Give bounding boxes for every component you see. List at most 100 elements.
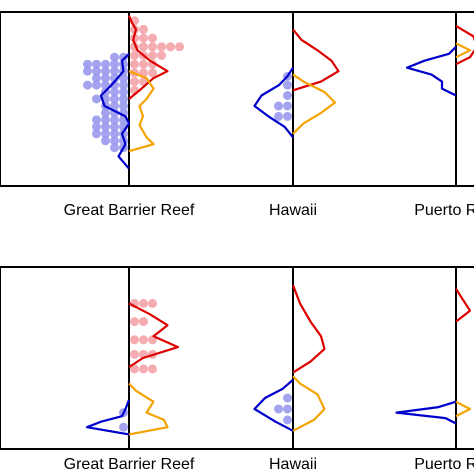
swarm-dot <box>92 73 101 83</box>
swarm-dot <box>130 317 139 327</box>
swarm-dot <box>92 122 101 132</box>
swarm-dot <box>110 101 119 111</box>
orange-density-curve <box>292 73 337 135</box>
swarm-dot <box>119 101 128 111</box>
swarm-dot <box>110 136 119 146</box>
swarm-dot <box>92 94 101 104</box>
swarm-dot <box>101 59 110 69</box>
category-label: Puerto Rico <box>414 202 474 219</box>
swarm-dot <box>110 143 119 153</box>
swarm-dot <box>148 364 157 374</box>
swarm-dot <box>92 80 101 90</box>
red-density-curve <box>292 28 340 92</box>
swarm-dot <box>139 298 148 308</box>
swarm-dot <box>139 42 148 52</box>
category-label: Puerto Rico <box>414 456 474 473</box>
plot-frame <box>0 11 474 187</box>
swarm-dot <box>83 66 92 76</box>
chart-marks <box>85 267 472 449</box>
swarm-dot <box>119 80 128 90</box>
swarm-dot <box>274 101 283 111</box>
swarm-dot <box>110 87 119 97</box>
orange-density-curve <box>128 70 155 153</box>
swarm-dot <box>130 24 139 34</box>
swarm-dot <box>110 59 119 69</box>
swarm-dot <box>110 94 119 104</box>
swarm-dot <box>283 91 292 101</box>
swarm-dot <box>139 59 148 69</box>
swarm-dot <box>283 415 292 425</box>
swarm-dot <box>130 59 139 69</box>
blue-density-curve <box>395 400 457 425</box>
panel-bottom: Great Barrier Reef Hawaii Puerto Rico <box>0 266 474 473</box>
swarm-dot <box>101 66 110 76</box>
swarm-dot <box>139 24 148 34</box>
swarm-dot <box>130 77 139 87</box>
swarm-dot <box>101 122 110 132</box>
swarm-dot <box>130 335 139 345</box>
swarm-dot <box>157 51 166 60</box>
swarm-dot <box>283 393 292 403</box>
swarm-dot <box>101 115 110 125</box>
blue-density-curve <box>99 53 131 170</box>
swarm-dot <box>110 66 119 76</box>
orange-density-curve <box>292 375 326 432</box>
red-density-curve <box>291 284 326 374</box>
orange-density-curve <box>128 382 169 436</box>
swarm-dot <box>130 51 139 60</box>
category-label: Hawaii <box>269 202 317 219</box>
orange-density-curve <box>455 42 472 59</box>
swarm-dot <box>101 108 110 118</box>
swarm-dot <box>110 115 119 125</box>
swarm-dot <box>139 317 148 327</box>
swarm-dot <box>274 111 283 121</box>
swarm-dot <box>148 68 157 78</box>
swarm-dot <box>148 33 157 43</box>
swarm-dot <box>119 52 128 62</box>
swarm-dot <box>139 33 148 43</box>
blue-density-curve <box>405 46 457 97</box>
swarm-dot <box>274 404 283 414</box>
swarm-dot <box>148 298 157 308</box>
swarm-dot <box>119 73 128 83</box>
swarm-dot <box>283 80 292 90</box>
swarm-dot <box>139 335 148 345</box>
swarm-dot <box>92 59 101 69</box>
swarm-dot <box>175 42 184 52</box>
swarm-dot <box>110 52 119 62</box>
swarm-dot <box>101 136 110 146</box>
swarm-dot <box>283 101 292 111</box>
chart-marks <box>83 12 474 186</box>
red-density-curve <box>455 24 474 66</box>
swarm-dot <box>283 404 292 414</box>
swarm-dot <box>119 94 128 104</box>
red-density-curve <box>128 302 180 369</box>
swarm-dot <box>130 349 139 359</box>
plot-frame <box>0 266 474 450</box>
blue-density-curve <box>85 399 131 436</box>
swarm-dot <box>83 59 92 69</box>
swarm-dot <box>83 80 92 90</box>
swarm-dot <box>92 66 101 76</box>
swarm-dot <box>166 42 175 52</box>
red-density-curve <box>127 15 169 100</box>
swarm-dot <box>110 129 119 139</box>
swarm-dot <box>130 364 139 374</box>
blue-density-curve <box>253 67 294 138</box>
swarm-dot <box>119 422 128 432</box>
blue-density-curve <box>253 378 294 432</box>
red-density-curve <box>455 288 472 323</box>
swarm-dot <box>110 122 119 132</box>
swarm-dot <box>148 42 157 52</box>
panel-top: Great Barrier Reef Hawaii Puerto Rico <box>0 11 474 219</box>
swarm-dot <box>101 73 110 83</box>
swarm-dot <box>157 42 166 52</box>
swarm-dot <box>139 364 148 374</box>
category-label: Great Barrier Reef <box>64 456 195 473</box>
swarm-dot <box>92 115 101 125</box>
swarm-dot <box>119 129 128 139</box>
orange-density-curve <box>455 400 472 418</box>
category-label: Great Barrier Reef <box>64 202 195 219</box>
swarm-dot <box>148 51 157 60</box>
